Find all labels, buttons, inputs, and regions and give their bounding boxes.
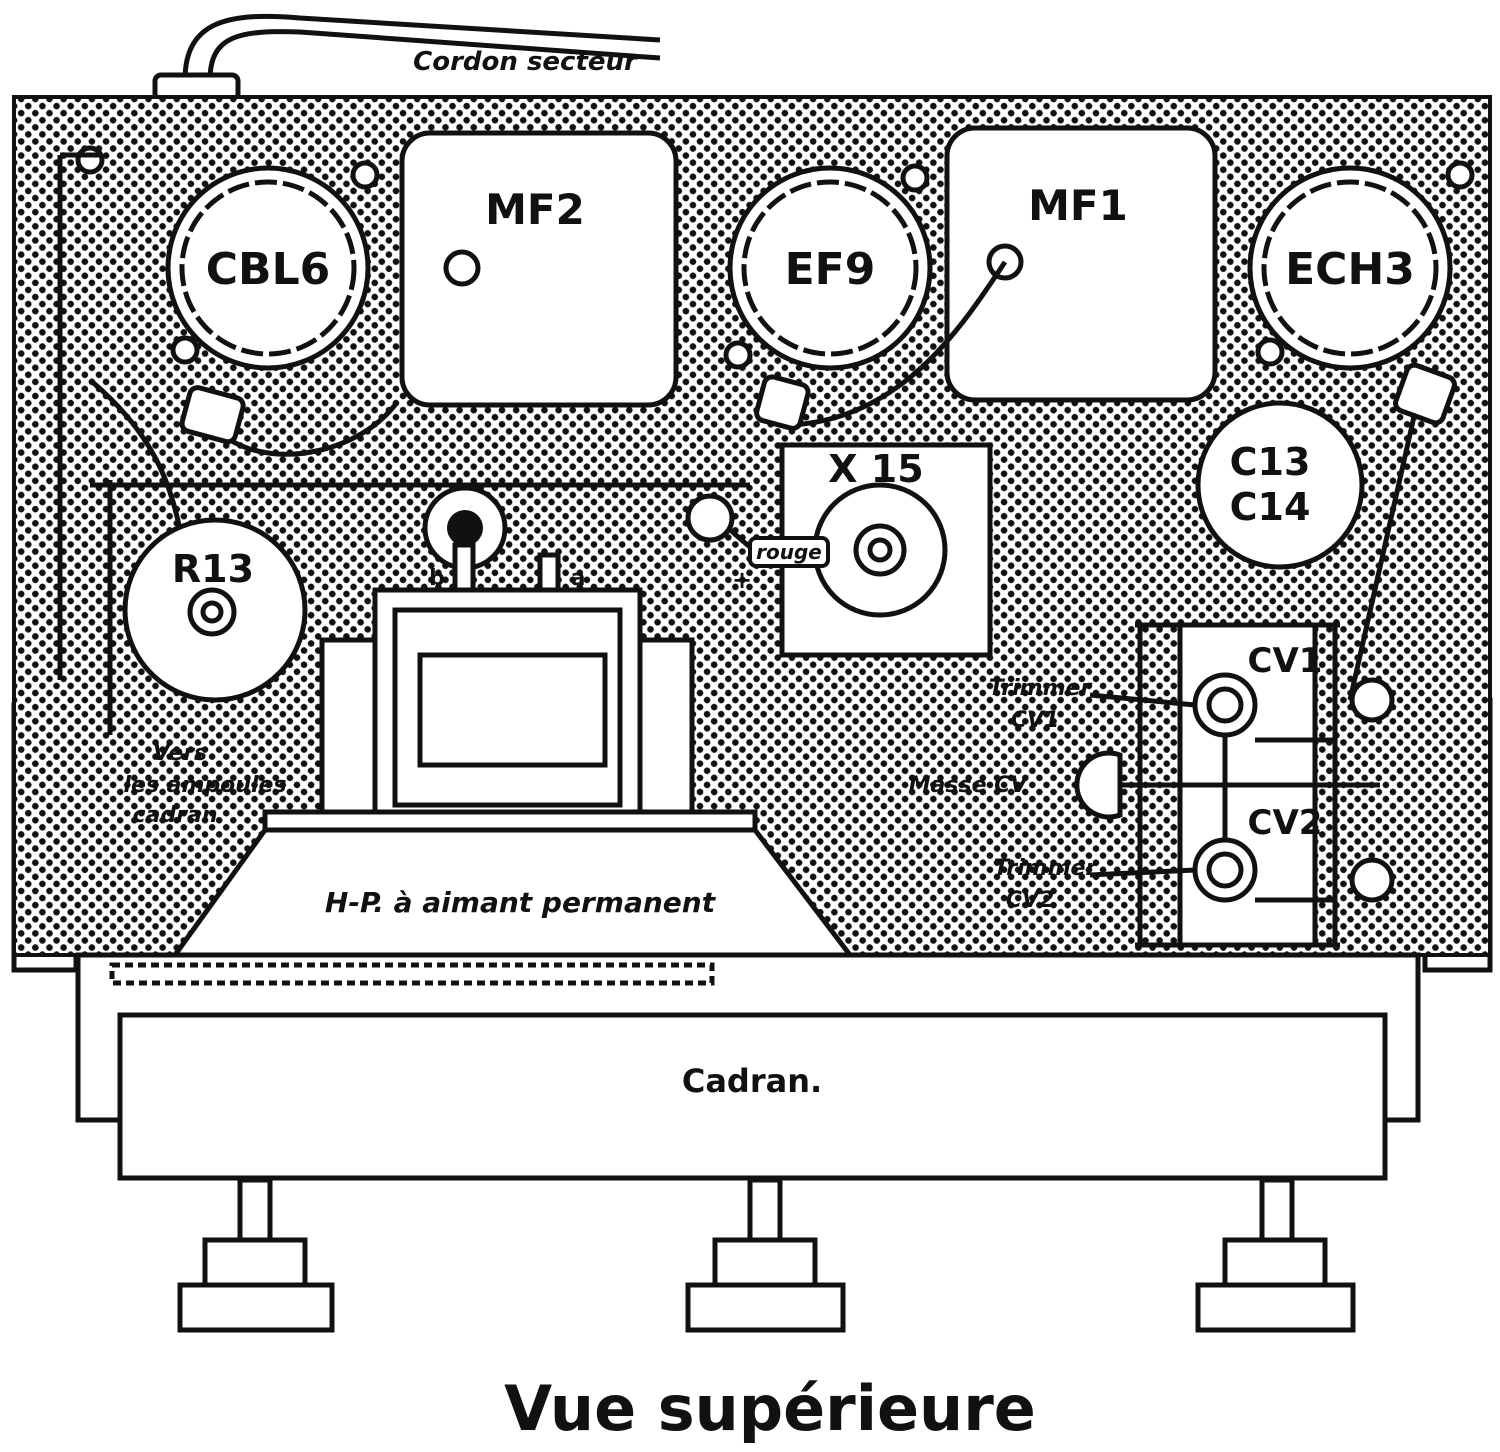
potentiometer-r13: R13 xyxy=(122,517,308,703)
dial-label: Cadran. xyxy=(682,1062,822,1100)
c14-label: C14 xyxy=(1230,485,1311,529)
svg-text:les ampoules: les ampoules xyxy=(123,773,286,798)
cord-label: Cordon secteur xyxy=(413,47,639,77)
svg-text:Trimmer: Trimmer xyxy=(989,676,1093,701)
tube-ef9: EF9 xyxy=(727,165,933,371)
tube-cap-cbl6 xyxy=(179,385,246,445)
svg-text:CV2: CV2 xyxy=(1006,888,1054,913)
tube-cap-ef9 xyxy=(754,374,811,431)
dial-lamps-label: Vers les ampoules cadran xyxy=(123,741,286,828)
r13-label: R13 xyxy=(172,547,254,591)
masse-cv-label: Masse CV xyxy=(909,773,1030,798)
tube-ech3: ECH3 xyxy=(1247,165,1453,371)
plus-label: + xyxy=(732,566,752,594)
cv2-label: CV2 xyxy=(1248,803,1323,843)
tube-ef9-label: EF9 xyxy=(785,244,876,295)
feet xyxy=(177,1177,1356,1333)
tube-cbl6-label: CBL6 xyxy=(206,244,330,295)
if-transformer-mf1: MF1 xyxy=(944,125,1218,403)
terminal-b-label: b xyxy=(429,566,445,591)
svg-text:Vers: Vers xyxy=(153,741,207,766)
component-x15: X 15 rouge + xyxy=(685,442,993,658)
mf2-label: MF2 xyxy=(485,185,585,234)
variable-capacitor: CV1 CV2 xyxy=(1074,622,1395,948)
cv1-label: CV1 xyxy=(1248,641,1323,681)
c13-label: C13 xyxy=(1230,440,1311,484)
trimmer-cv1-label: Trimmer CV1 xyxy=(989,676,1093,733)
trimmer-cv2-label: Trimmer CV2 xyxy=(994,856,1098,913)
speaker-label: H-P. à aimant permanent xyxy=(325,886,717,919)
speaker: H-P. à aimant permanent xyxy=(170,809,856,958)
svg-text:CV1: CV1 xyxy=(1011,708,1059,733)
tube-cap-ech3 xyxy=(1393,362,1457,426)
capacitor-c13-c14: C13 C14 xyxy=(1195,400,1365,570)
diagram-title: Vue supérieure xyxy=(504,1372,1036,1445)
terminal-a-label: a xyxy=(571,566,586,591)
if-transformer-mf2: MF2 xyxy=(399,130,679,408)
rouge-label: rouge xyxy=(756,540,822,564)
mains-cord: Cordon secteur xyxy=(152,13,661,103)
mf1-label: MF1 xyxy=(1028,181,1128,230)
tube-ech3-label: ECH3 xyxy=(1285,244,1415,295)
dial-cadran: Cadran. xyxy=(75,952,1421,1181)
svg-text:Trimmer: Trimmer xyxy=(994,856,1098,881)
tube-cbl6: CBL6 xyxy=(165,165,371,371)
svg-text:cadran: cadran xyxy=(133,803,218,828)
